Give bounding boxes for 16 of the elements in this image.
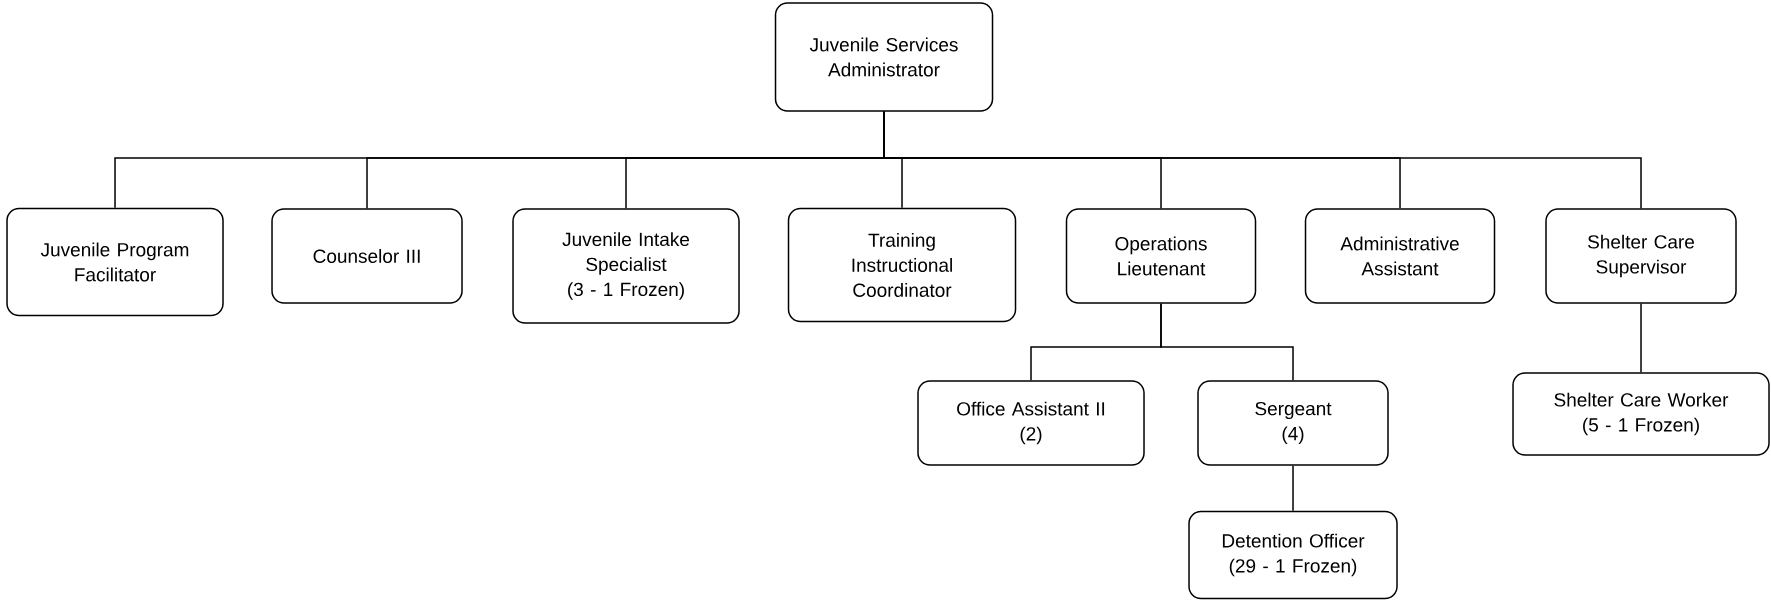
connector-line xyxy=(883,111,1642,209)
org-box: Counselor III xyxy=(271,208,463,304)
org-box: Training Instructional Coordinator xyxy=(787,207,1017,323)
org-box: Shelter Care Worker (5 - 1 Frozen) xyxy=(1512,372,1770,456)
org-box: Office Assistant II (2) xyxy=(917,380,1145,466)
org-box: Shelter Care Supervisor xyxy=(1545,208,1737,304)
connector-line xyxy=(1640,303,1642,373)
org-box: Sergeant (4) xyxy=(1197,380,1389,466)
connector-line xyxy=(1292,465,1294,512)
connector-line xyxy=(1160,303,1294,381)
org-box: Juvenile Program Facilitator xyxy=(6,207,224,317)
org-box: Operations Lieutenant xyxy=(1065,208,1257,304)
org-box: Detention Officer (29 - 1 Frozen) xyxy=(1188,510,1398,600)
org-box: Juvenile Intake Specialist (3 - 1 Frozen) xyxy=(512,208,740,324)
org-box: Juvenile Services Administrator xyxy=(774,2,994,112)
org-box: Administrative Assistant xyxy=(1304,208,1496,304)
